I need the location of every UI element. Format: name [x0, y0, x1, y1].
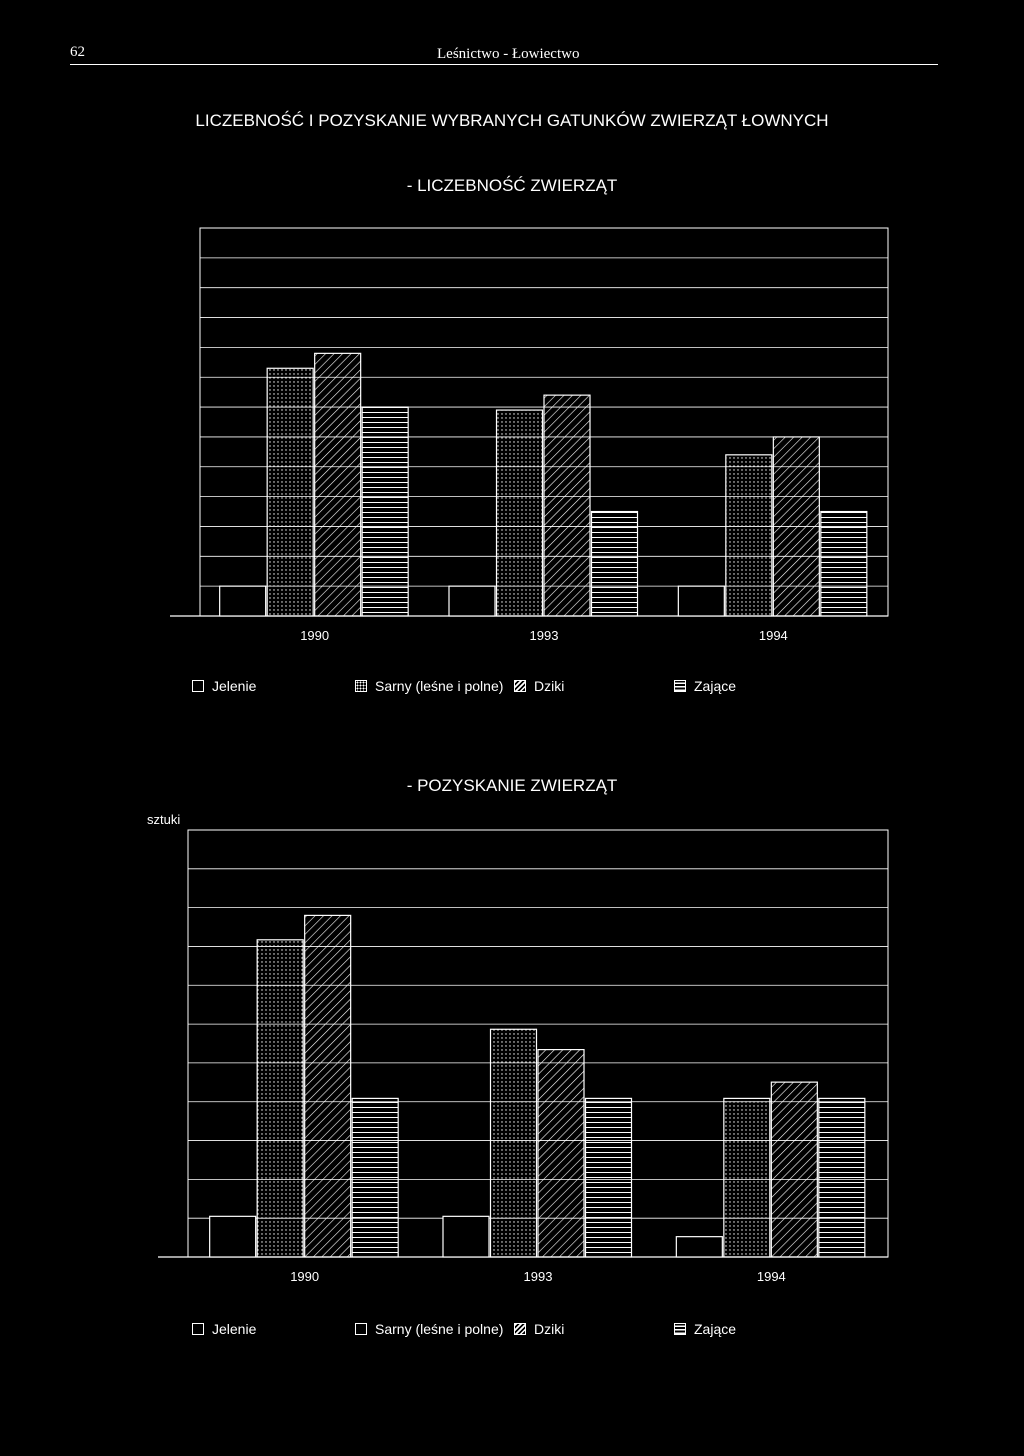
main-title: LICZEBNOŚĆ I POZYSKANIE WYBRANYCH GATUNK… — [195, 111, 829, 130]
bar-sarny-1990 — [256, 939, 304, 1258]
bar-sarny-1993 — [495, 409, 544, 617]
bar-sarny-1994 — [725, 454, 773, 617]
legend-label: Zające — [694, 678, 737, 694]
bar-dziki-1993 — [537, 1048, 585, 1258]
bar-dziki-1990 — [304, 914, 352, 1258]
legend-label: Dziki — [534, 1321, 565, 1337]
x-tick-label: 1990 — [300, 628, 330, 643]
legend-swatch-lines-icon — [674, 680, 686, 692]
bar-dziki-1990 — [314, 352, 362, 617]
legend-swatch-empty-icon — [192, 1323, 204, 1335]
legend-swatch-dots-icon — [355, 680, 367, 692]
legend-swatch-diagonal-icon — [514, 1323, 526, 1335]
legend-label: Sarny (leśne i polne) — [375, 678, 504, 694]
legend-swatch-empty-icon — [355, 1323, 367, 1335]
legend-label: Zające — [694, 1321, 737, 1337]
bar-dziki-1993 — [543, 394, 591, 617]
bar-zające-1993 — [584, 1097, 633, 1258]
legend-item-jelenie: Jelenie — [192, 1321, 256, 1337]
x-tick-label: 1994 — [758, 628, 788, 643]
page-header: Leśnictwo - Łowiectwo — [437, 46, 580, 62]
bar-jelenie-1993 — [442, 1215, 490, 1258]
x-tick-label: 1993 — [523, 1269, 553, 1284]
bar-dziki-1994 — [772, 436, 820, 617]
bar-sarny-1994 — [723, 1097, 771, 1258]
bar-jelenie-1993 — [448, 585, 496, 617]
x-tick-label: 1990 — [290, 1269, 320, 1284]
legend-swatch-empty-icon — [192, 680, 204, 692]
bar-sarny-1990 — [266, 367, 314, 617]
bar-zające-1990 — [351, 1097, 399, 1258]
chart2-ylabel: sztuki — [147, 812, 181, 827]
chart2-title: - POZYSKANIE ZWIERZĄT — [406, 776, 618, 795]
chart1-title: - LICZEBNOŚĆ ZWIERZĄT — [406, 176, 618, 195]
bar-jelenie-1994 — [675, 1236, 723, 1258]
legend-label: Sarny (leśne i polne) — [375, 1321, 504, 1337]
bar-jelenie-1990 — [209, 1215, 257, 1258]
x-tick-label: 1993 — [529, 628, 559, 643]
bar-zające-1994 — [818, 1097, 866, 1258]
legend-item-dziki: Dziki — [514, 1321, 564, 1337]
bar-zające-1994 — [820, 510, 868, 617]
header-rule — [70, 64, 938, 65]
legend-item-sarny: Sarny (leśne i polne) — [355, 1321, 503, 1337]
legend-label: Jelenie — [212, 1321, 257, 1337]
bar-jelenie-1994 — [677, 585, 725, 617]
legend-item-jelenie: Jelenie — [192, 678, 256, 694]
bar-sarny-1993 — [489, 1028, 538, 1258]
page-number: 62 — [70, 44, 85, 60]
bar-dziki-1994 — [770, 1081, 818, 1258]
legend-label: Jelenie — [212, 678, 257, 694]
legend-item-zajace: Zające — [674, 678, 736, 694]
bar-jelenie-1990 — [219, 585, 267, 617]
legend-label: Dziki — [534, 678, 565, 694]
legend-item-dziki: Dziki — [514, 678, 564, 694]
x-tick-label: 1994 — [756, 1269, 786, 1284]
bar-zające-1990 — [361, 406, 409, 617]
legend-swatch-diagonal-icon — [514, 680, 526, 692]
bar-zające-1993 — [590, 510, 639, 617]
legend-swatch-lines-icon — [674, 1323, 686, 1335]
legend-item-zajace: Zające — [674, 1321, 736, 1337]
legend-item-sarny: Sarny (leśne i polne) — [355, 678, 503, 694]
